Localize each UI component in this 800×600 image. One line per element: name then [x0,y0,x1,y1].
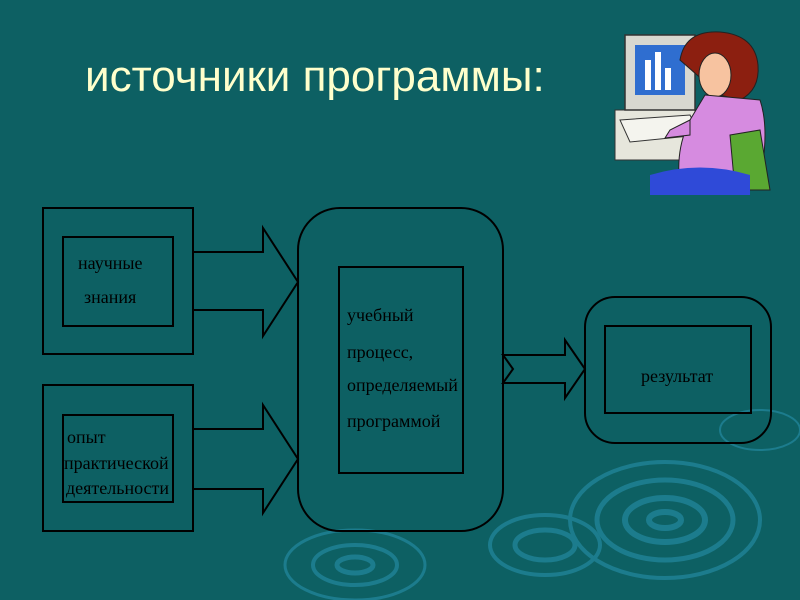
result-inner-box [604,325,752,414]
arrow-science-to-process [193,224,300,340]
experience-label-line2: практической [64,453,169,473]
experience-outer-box [42,384,194,532]
science-inner-box [62,236,174,327]
experience-label-line1: опыт [67,427,106,447]
science-label-line2: знания [84,287,137,307]
process-outer-box [297,207,504,532]
experience-inner-box [62,414,174,503]
process-label-line1: учебный [347,305,414,325]
science-outer-box [42,207,194,355]
slide-title: источники программы: [85,52,545,101]
process-label-line4: программой [347,411,441,431]
result-label: результат [641,366,714,386]
process-label-line3: определяемый [347,375,458,395]
experience-label-line3: деятельности [66,478,170,498]
process-inner-box [338,266,464,474]
process-label-line2: процесс, [347,342,414,362]
science-label-line1: научные [78,253,143,273]
arrow-experience-to-process [193,401,300,517]
woman-at-computer-icon [614,31,771,195]
arrow-process-to-result [501,336,587,402]
result-outer-box [584,296,772,444]
